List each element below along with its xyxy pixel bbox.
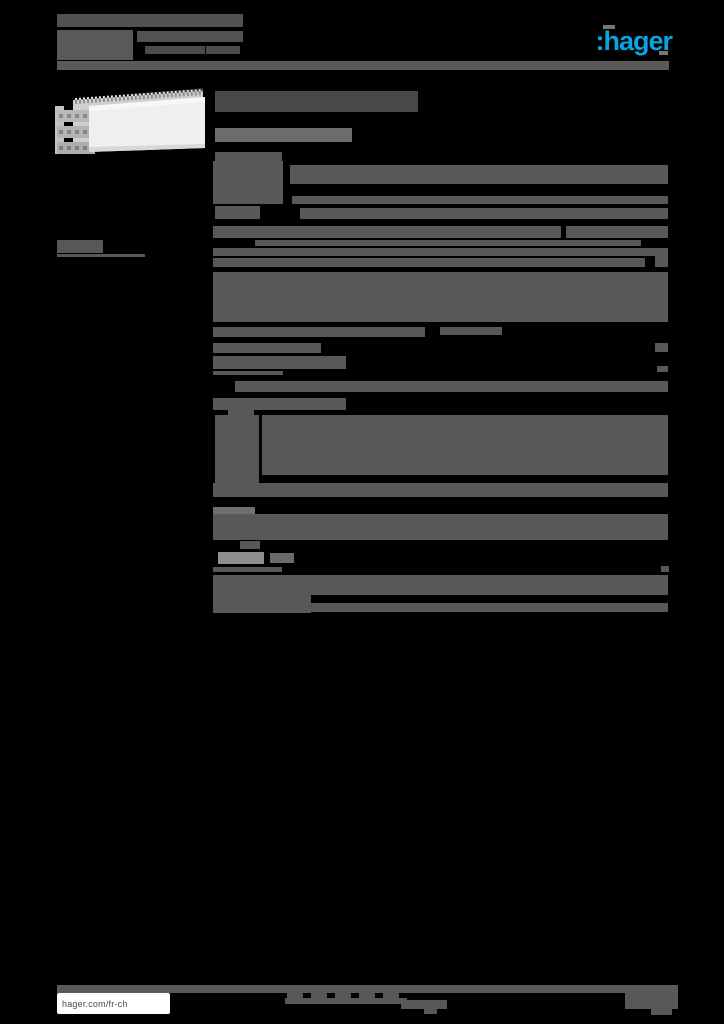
footer-website-link[interactable]: hager.com/fr-ch — [57, 993, 170, 1014]
redacted-highlight-label — [218, 552, 264, 564]
logo-registered-mark-fragment — [603, 25, 615, 29]
footer-rule — [57, 985, 678, 993]
redacted-column-label — [215, 415, 259, 489]
redacted-footer-caption — [285, 998, 407, 1004]
redacted-footer-block — [310, 603, 668, 612]
redacted-row-value — [292, 196, 668, 204]
redacted-row-label — [213, 398, 346, 410]
redacted-row — [566, 226, 668, 238]
redacted-row-value-right — [657, 366, 668, 372]
redacted-row — [255, 240, 641, 246]
cable-trunking-illustration — [55, 88, 205, 154]
redacted-footer-block — [213, 575, 668, 595]
redacted-row — [440, 327, 502, 335]
redacted-row — [213, 483, 668, 497]
redacted-row-label — [228, 410, 254, 418]
redacted-header-fragment — [206, 46, 240, 54]
header-rule — [57, 61, 669, 70]
redacted-row-label — [215, 206, 260, 219]
redacted-paragraph-block — [213, 514, 668, 540]
redacted-paragraph-block — [262, 415, 668, 475]
redacted-header-block — [57, 30, 133, 60]
redacted-header-title-line — [57, 14, 243, 27]
redacted-row-label — [213, 507, 255, 515]
redacted-row — [213, 327, 425, 337]
redacted-section-heading — [215, 152, 282, 161]
redacted-row-value — [290, 165, 668, 184]
redacted-margin-label-underline — [57, 254, 145, 257]
redacted-margin-label — [57, 240, 103, 253]
redacted-footer-brand-block — [651, 1009, 672, 1015]
logo-fragment — [659, 51, 668, 55]
redacted-header-subline — [137, 31, 243, 42]
redacted-row-label — [213, 567, 282, 572]
product-image — [55, 86, 205, 160]
redacted-fragment — [270, 553, 294, 563]
redacted-row-label — [213, 343, 321, 353]
redacted-product-title — [215, 91, 418, 112]
redacted-paragraph-block — [213, 272, 668, 322]
block-gap — [350, 595, 657, 603]
redacted-row — [213, 226, 561, 238]
redacted-row — [213, 258, 645, 267]
redacted-row-value-right — [655, 248, 668, 267]
redacted-product-subtitle — [215, 128, 352, 142]
redacted-footer-caption — [424, 1009, 437, 1014]
redacted-footer-block — [213, 595, 311, 613]
redacted-row-label — [213, 161, 283, 204]
redacted-row-value-right — [661, 566, 669, 572]
redacted-fragment — [240, 541, 260, 549]
hager-logo-colon: : — [595, 26, 604, 56]
redacted-row — [213, 248, 668, 256]
redacted-row-label — [213, 371, 283, 375]
redacted-row — [235, 381, 668, 392]
redacted-row-label — [213, 356, 346, 369]
redacted-row-value — [300, 208, 668, 219]
redacted-header-fragment — [145, 46, 205, 54]
redacted-footer-brand-block — [625, 992, 678, 1009]
redacted-footer-caption — [401, 1000, 447, 1009]
footer-website-text: hager.com/fr-ch — [62, 998, 128, 1009]
redacted-row-value-right — [655, 343, 668, 352]
